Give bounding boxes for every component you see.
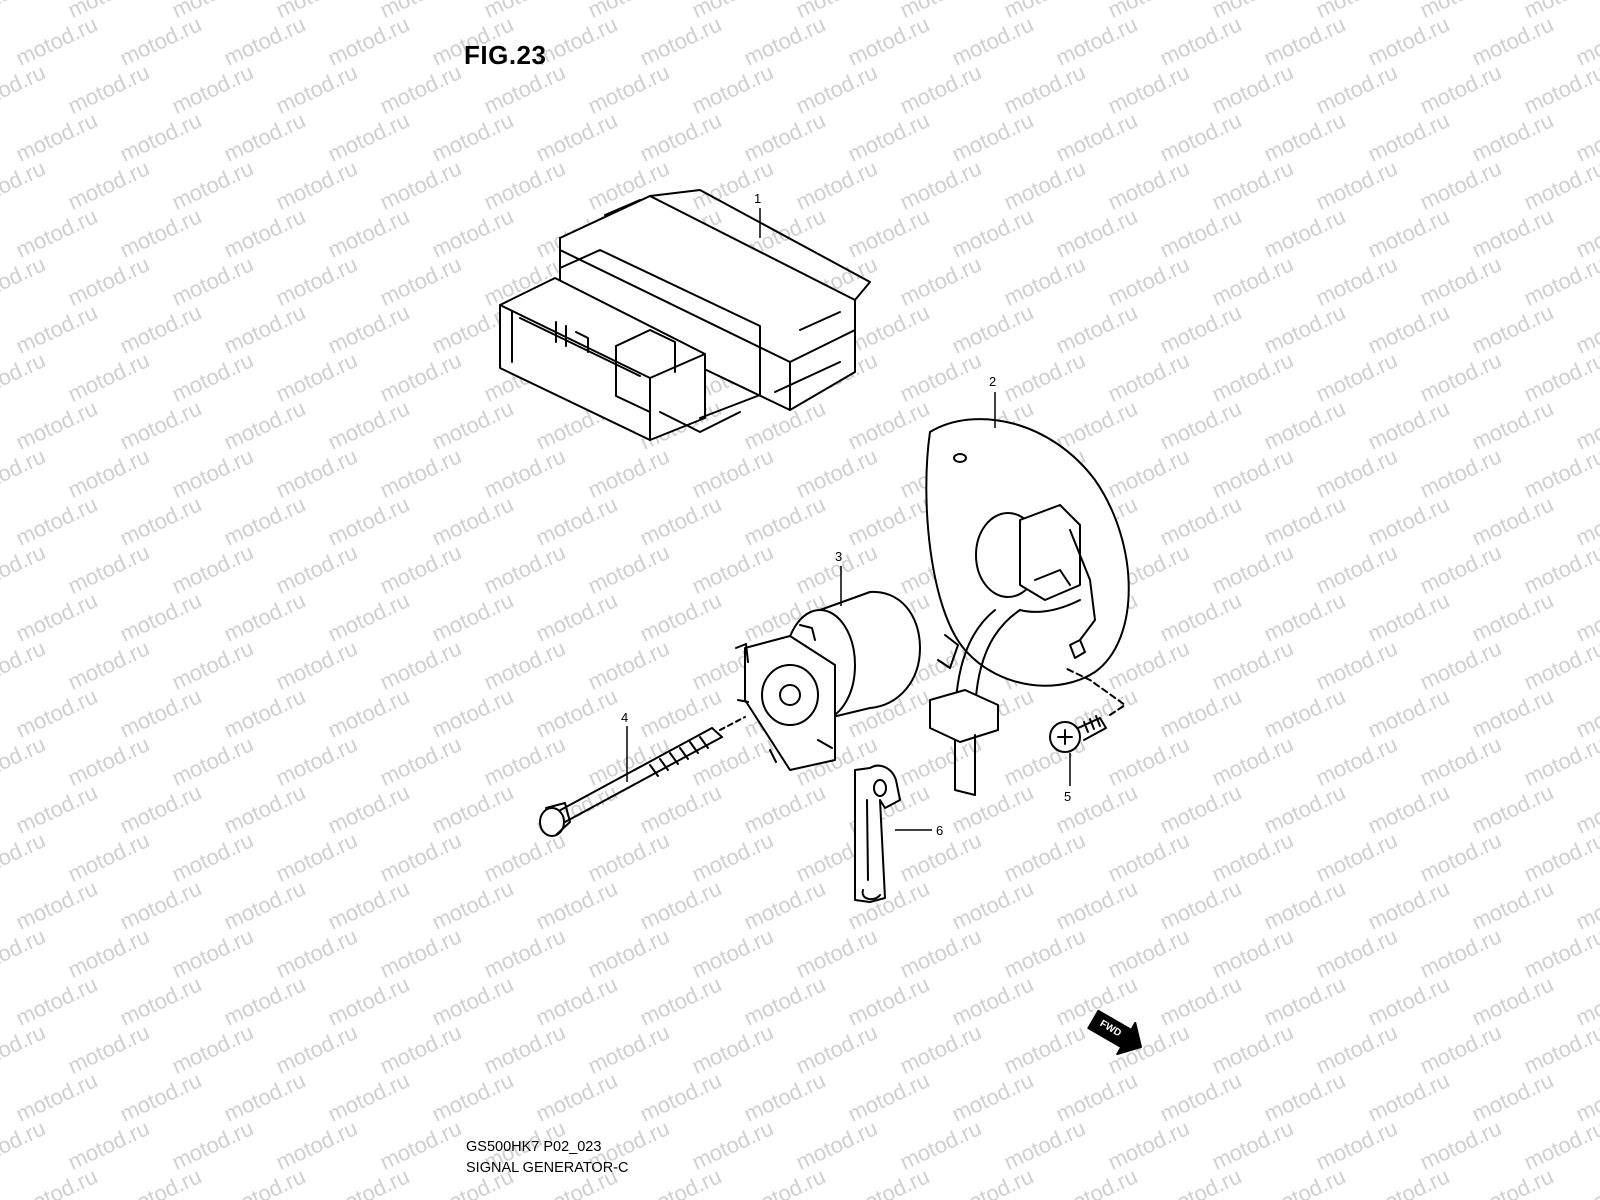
figure-title: FIG.23 (464, 40, 547, 70)
section-name: SIGNAL GENERATOR-C (466, 1160, 629, 1176)
part-1-ignitor-unit[interactable] (499, 189, 871, 441)
callout-6: 6 (936, 823, 943, 838)
callout-2: 2 (989, 374, 996, 389)
callout-4: 4 (621, 710, 628, 725)
callout-5: 5 (1064, 789, 1071, 804)
part-4-rotor-bolt[interactable] (539, 716, 746, 837)
fwd-arrow-icon (1087, 1009, 1142, 1056)
part-2-pickup-plate[interactable] (925, 418, 1130, 796)
callout-1: 1 (754, 191, 761, 206)
callout-3: 3 (835, 549, 842, 564)
part-6-wire-clamp[interactable] (854, 764, 901, 903)
model-code: GS500HK7 P02_023 (466, 1139, 602, 1155)
part-3-signal-rotor[interactable] (735, 590, 921, 771)
part-5-screw[interactable] (1049, 667, 1126, 753)
